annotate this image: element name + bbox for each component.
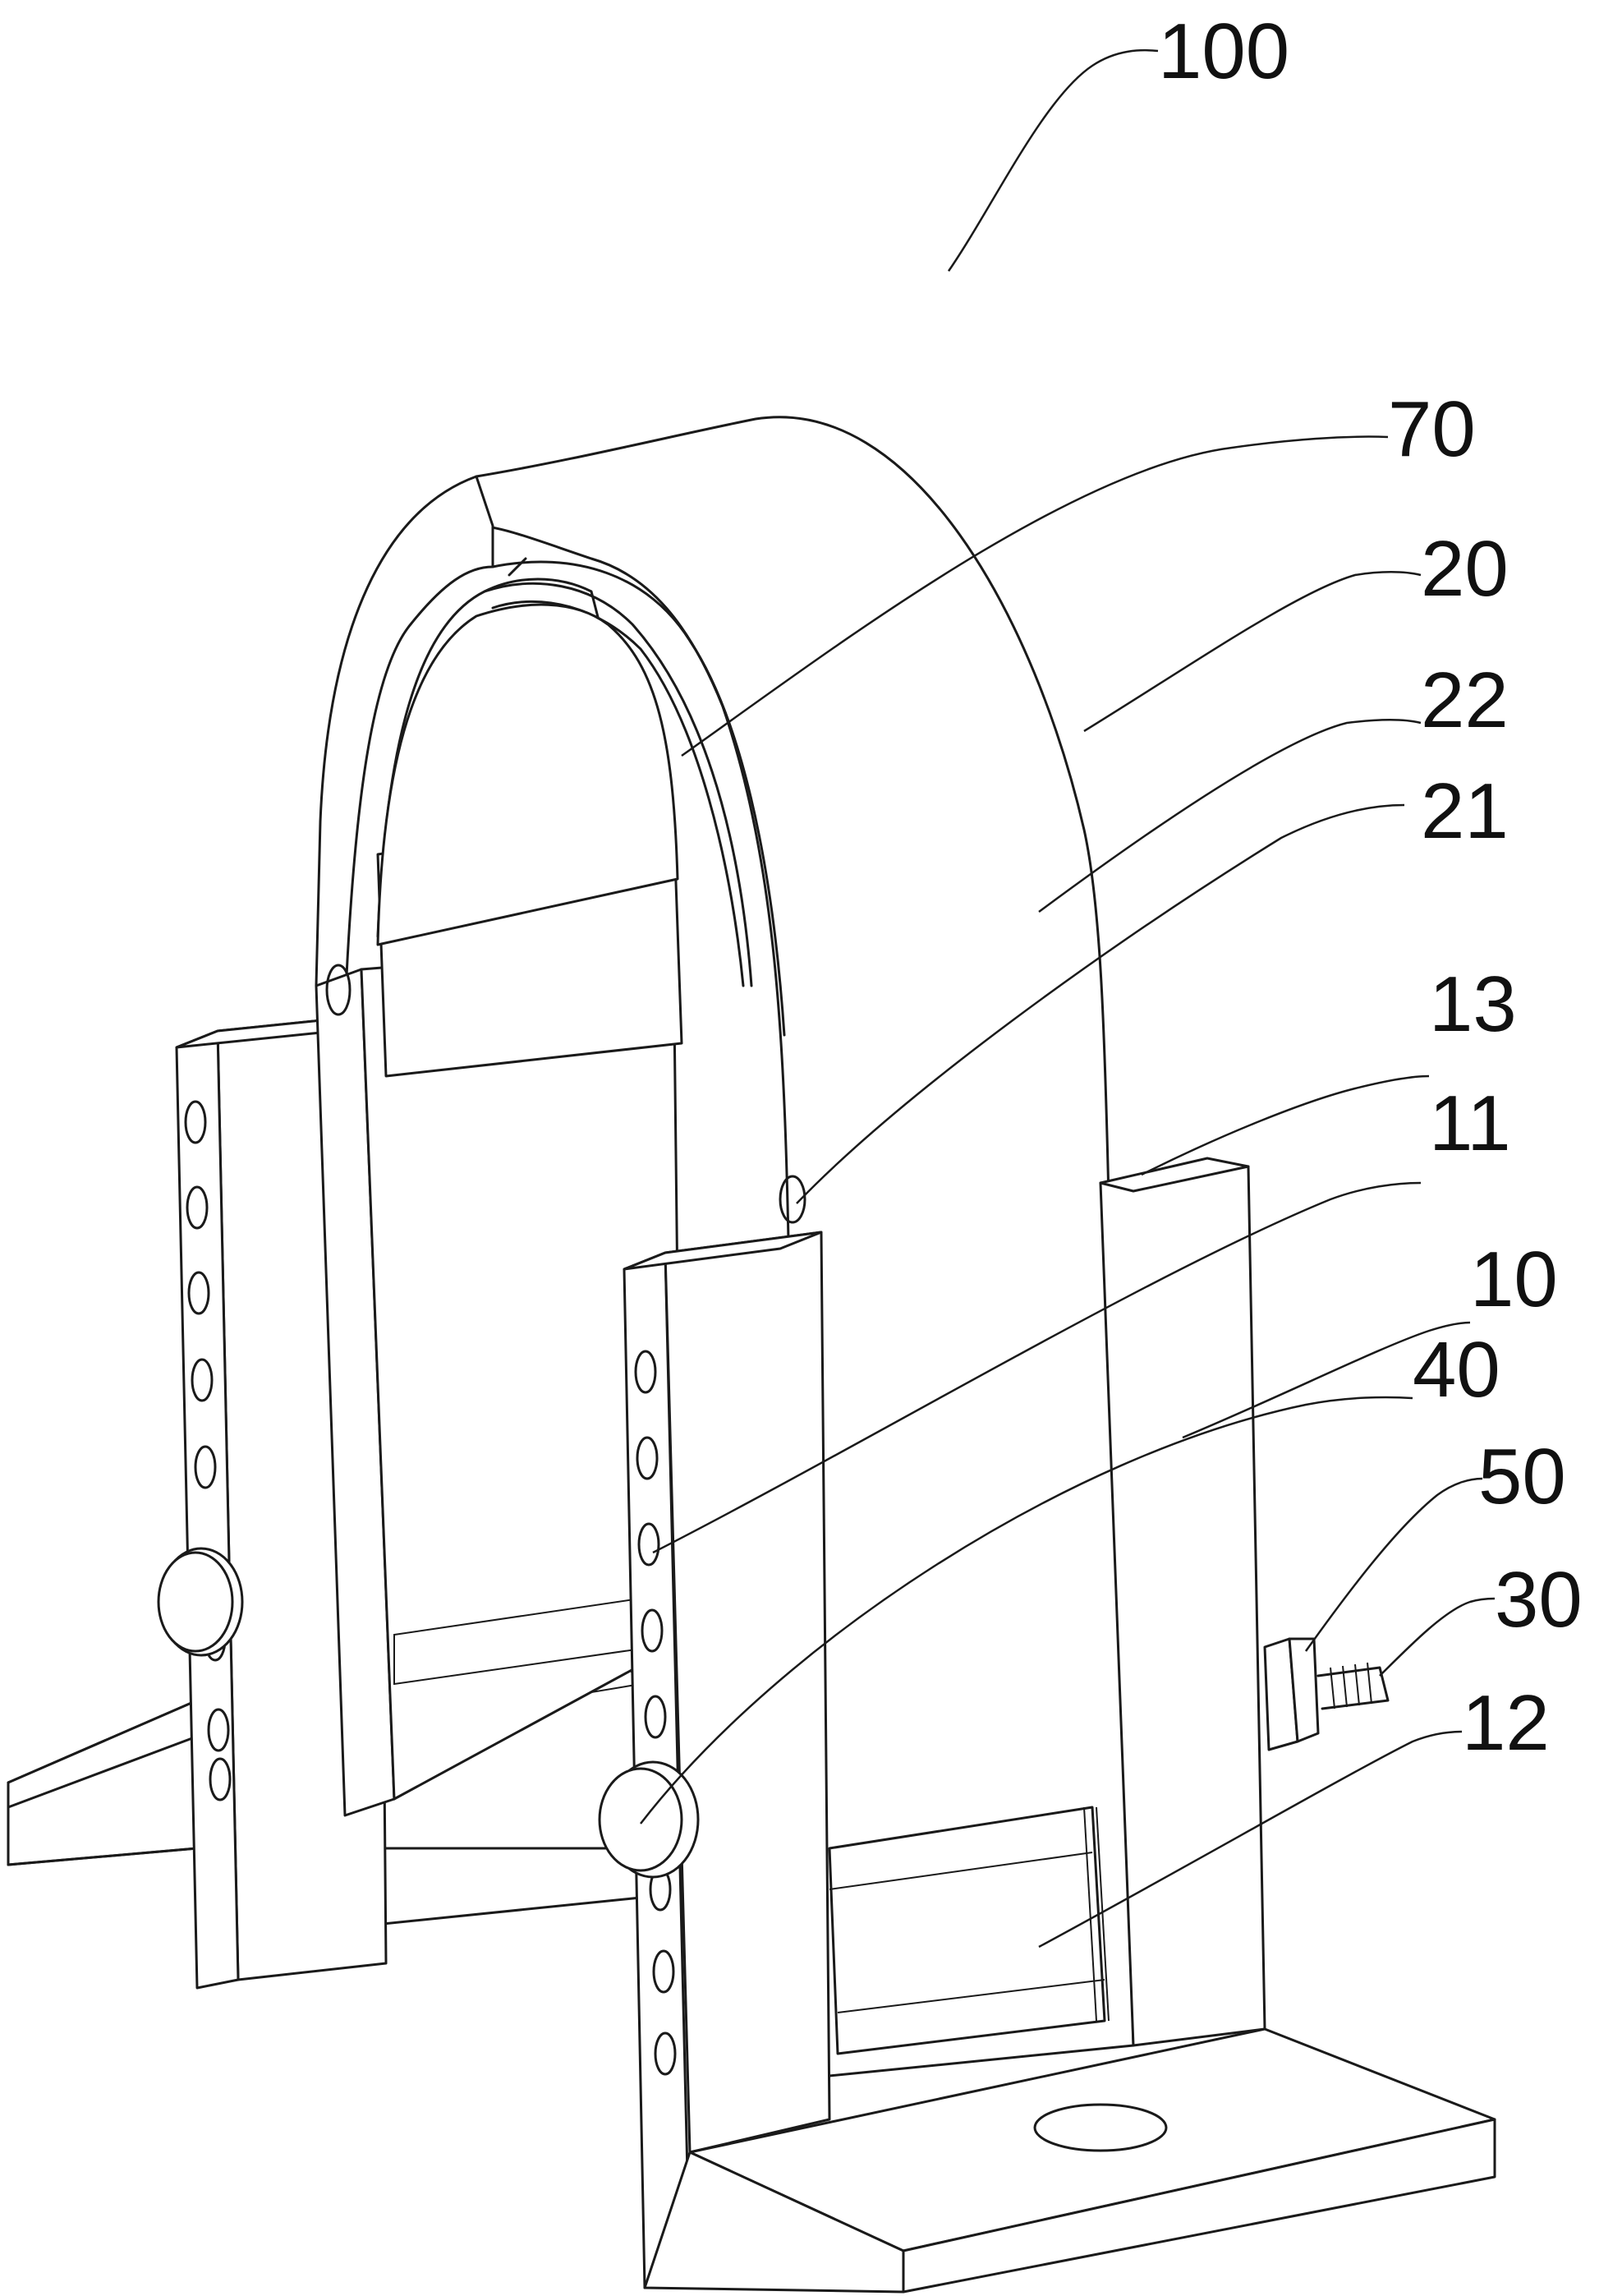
label-12: 12 — [1462, 1679, 1550, 1767]
leader-lines — [640, 48, 1496, 1949]
reference-numerals: 100 70 20 22 21 13 11 10 40 50 30 12 — [1158, 7, 1583, 1767]
label-11: 11 — [1429, 1079, 1511, 1167]
leader-100 — [947, 48, 1159, 272]
leader-12 — [1038, 1730, 1463, 1949]
nut-and-bolt — [1263, 1637, 1390, 1751]
front-hole-column — [634, 1350, 677, 2076]
label-20: 20 — [1421, 525, 1509, 613]
leader-20 — [1083, 571, 1422, 733]
label-70: 70 — [1388, 385, 1476, 473]
label-30: 30 — [1495, 1556, 1583, 1644]
leader-21 — [796, 803, 1405, 1204]
leader-22 — [1038, 719, 1422, 913]
leader-70 — [681, 435, 1389, 757]
label-22: 22 — [1421, 656, 1509, 744]
label-50: 50 — [1478, 1433, 1566, 1521]
label-13: 13 — [1429, 960, 1517, 1048]
leader-11 — [652, 1181, 1422, 1554]
leader-50 — [1304, 1477, 1483, 1652]
label-40: 40 — [1413, 1326, 1500, 1414]
label-10: 10 — [1470, 1235, 1558, 1323]
label-100: 100 — [1158, 7, 1289, 95]
leader-30 — [1379, 1597, 1496, 1677]
front-knob — [598, 1760, 700, 1879]
rear-knob — [157, 1547, 244, 1657]
label-21: 21 — [1421, 767, 1509, 855]
leader-13 — [1141, 1074, 1430, 1176]
front-bracket — [623, 1157, 1496, 2294]
leader-40 — [640, 1396, 1413, 1824]
leader-10 — [1182, 1321, 1471, 1439]
